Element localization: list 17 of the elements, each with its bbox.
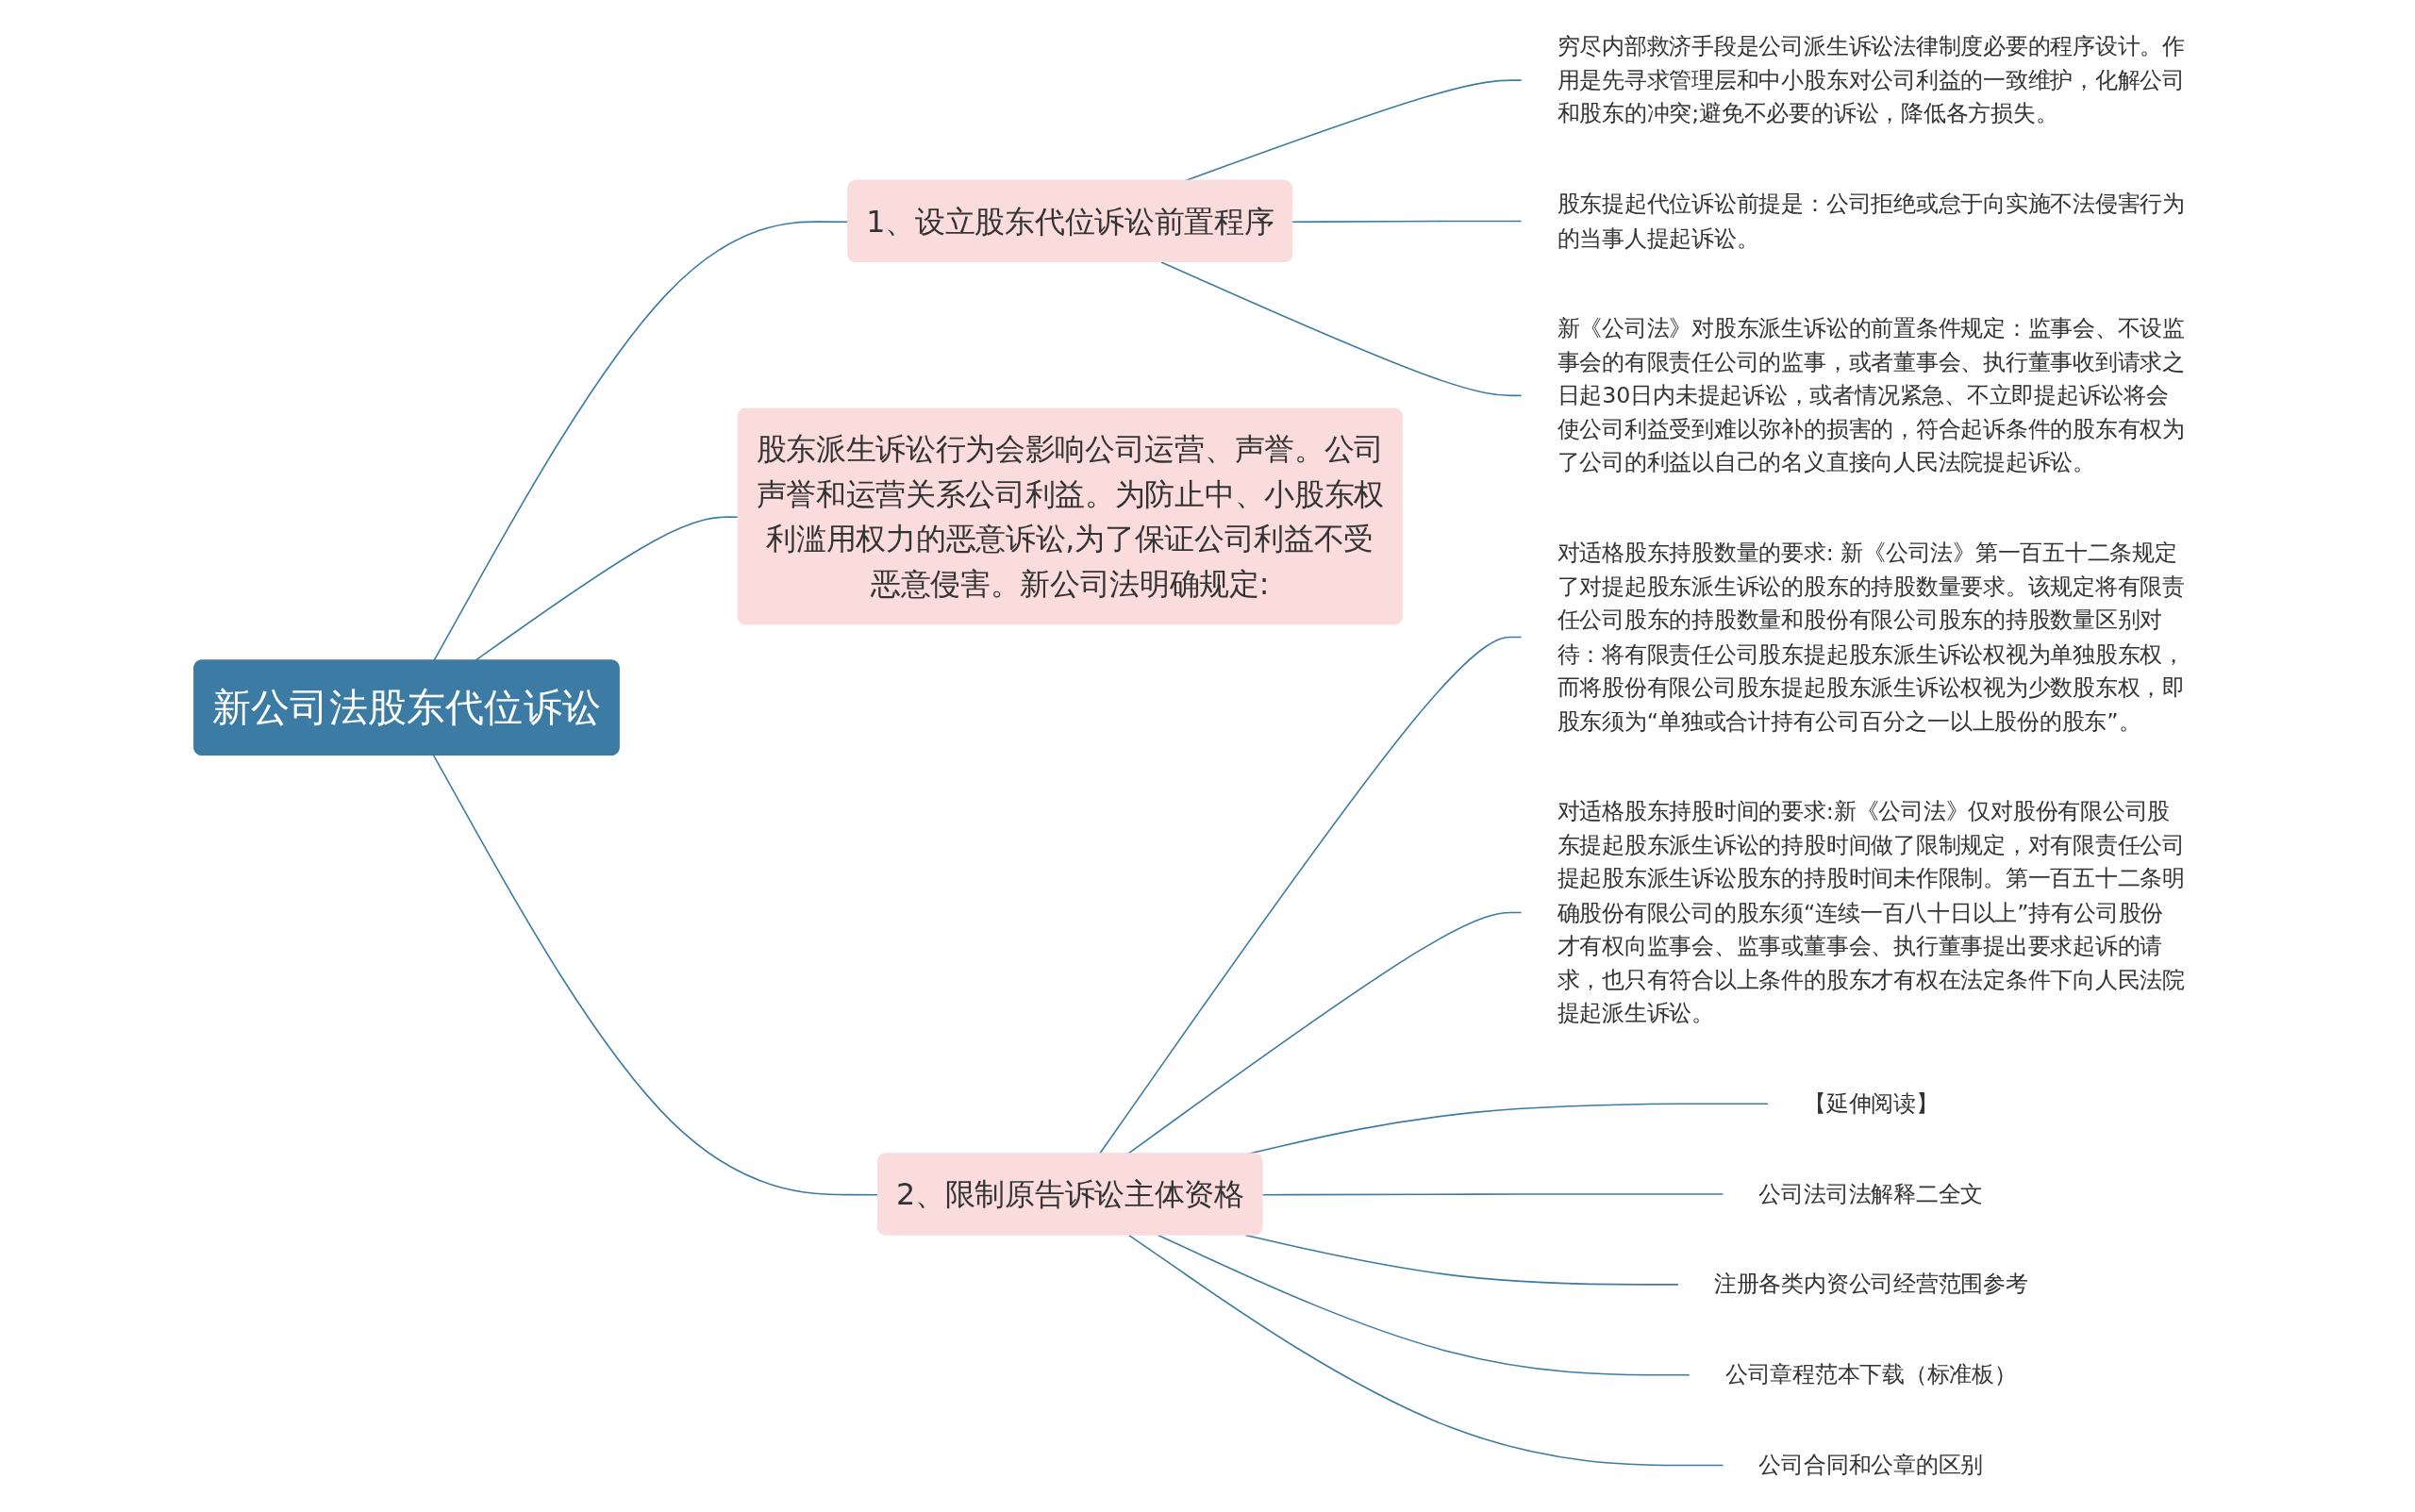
connector: [1098, 636, 1523, 1155]
node-text: 对适格股东持股时间的要求:新《公司法》仅对股份有限公司股东提起股东派生诉讼的持股时间做了限制规定，对有限责任公司提起股东派生诉讼股东的持股时间未作限制。第一百五十二条明确股份有限公司的股东须“连续一百八十日以上”持有公司股份才有权向监事会、监事或董事会、执行董事提出要求起诉的请求，也只有符合以上条件的股东才有权在法定条件下向人民法院提起派生诉讼。: [1557, 797, 2185, 1027]
connector: [1261, 1193, 1724, 1196]
node-text: 穷尽内部救济手段是公司派生诉讼法律制度必要的程序设计。作用是先寻求管理层和中小股东对公司利益的一致维护，化解公司和股东的冲突;避免不必要的诉讼，降低各方损失。: [1557, 32, 2185, 127]
node-text: 股东提起代位诉讼前提是：公司拒绝或怠于向实施不法侵害行为的当事人提起诉讼。: [1557, 190, 2185, 252]
node-text: 公司法司法解释二全文: [1758, 1180, 1984, 1207]
node-text: 注册各类内资公司经营范围参考: [1713, 1271, 2028, 1298]
node-text: 公司合同和公章的区别: [1758, 1451, 1984, 1479]
connector: [1128, 1234, 1724, 1467]
connector: [1244, 1234, 1679, 1286]
node-text: 公司章程范本下载（标准板）: [1724, 1361, 2017, 1388]
connector: [1291, 220, 1523, 223]
node-text: 新《公司法》对股东派生诉讼的前置条件规定：监事会、不设监事会的有限责任公司的监事，或者董事会、执行董事收到请求之日起30日内未提起诉讼，或者情况紧急、不立即提起诉讼将会使公司利益受到难以弥补的损害的，符合起诉条件的股东有权为了公司的利益以自己的名义直接向人民法院提起诉讼。: [1557, 314, 2185, 476]
connector: [1160, 261, 1523, 397]
node-text: 【延伸阅读】: [1804, 1089, 1939, 1118]
node-text: 对适格股东持股数量的要求: 新《公司法》第一百五十二条规定了对提起股东派生诉讼的股东的持股数量要求。该规定将有限责任公司股东的持股数量和股份有限公司股东的持股数量区别对待：将有限责任公司股东提起股东派生诉讼权视为单独股东权，而将股份有限公司股东提起股东派生诉讼权视为少数股东权，即股东须为“单独或合计持有公司百分之一以上股份的股东”。: [1557, 539, 2185, 735]
connector: [1157, 1234, 1690, 1376]
